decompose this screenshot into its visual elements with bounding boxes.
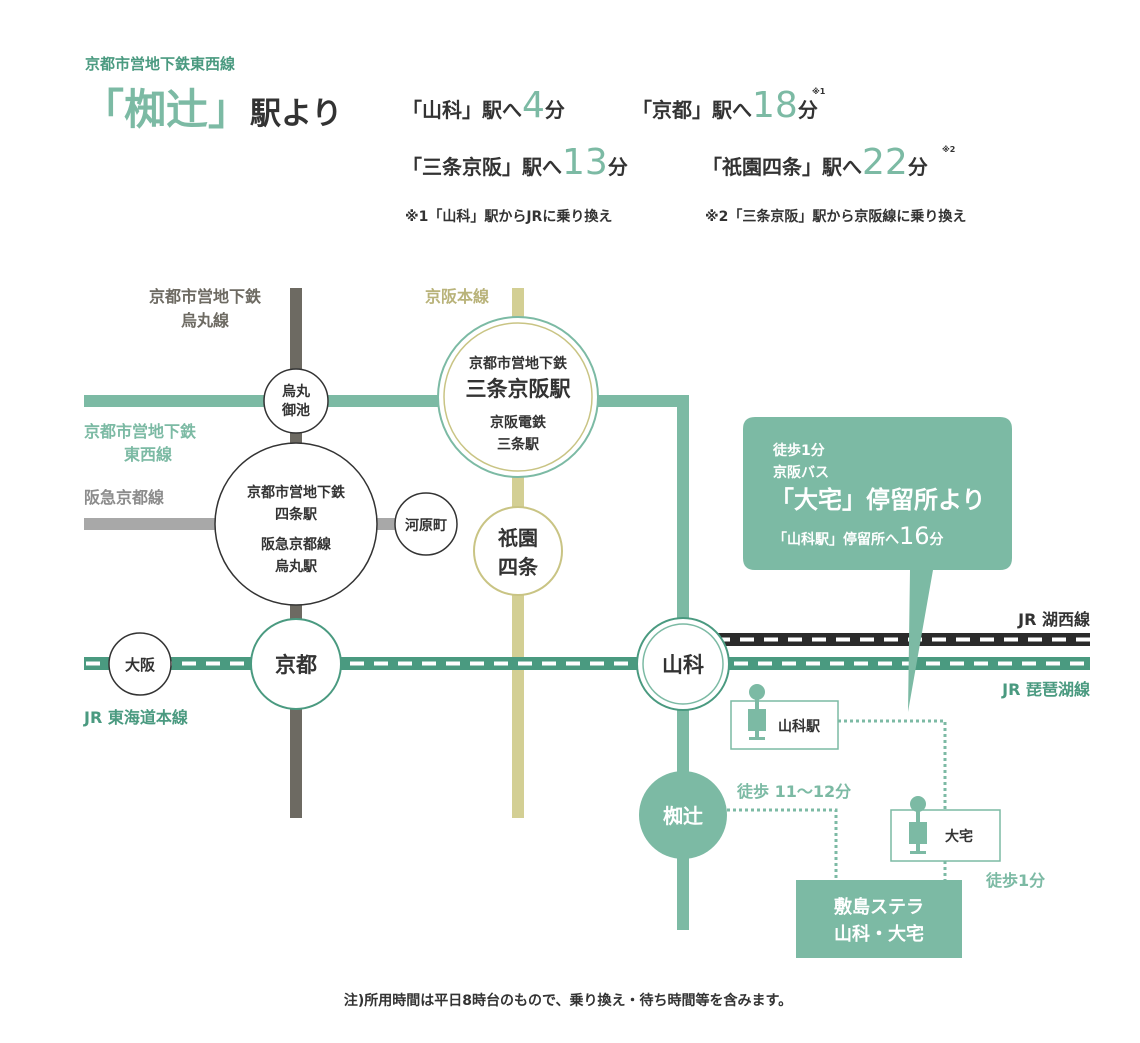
walk-route-nagitsuji bbox=[727, 808, 838, 880]
header-station: 「椥辻」 bbox=[82, 85, 250, 134]
station-label: 烏丸 bbox=[282, 383, 311, 400]
label-hankyu: 阪急京都線 bbox=[84, 488, 164, 507]
bus-stop-icon bbox=[910, 796, 926, 812]
station-label: 大阪 bbox=[125, 656, 156, 674]
property-name: 敷島ステラ bbox=[834, 896, 924, 918]
station-label: 四条 bbox=[498, 555, 539, 579]
label-tokaido: JR 東海道本線 bbox=[83, 708, 188, 727]
bus-stop-icon bbox=[749, 684, 765, 700]
footer-note: 注)所用時間は平日8時台のもので、乗り換え・待ち時間等を含みます。 bbox=[344, 992, 792, 1009]
label-karasuma-2: 烏丸線 bbox=[181, 311, 229, 330]
header-station-name: 椥辻 bbox=[124, 85, 208, 134]
time-dest: 「山科」駅へ bbox=[402, 98, 522, 122]
station-sanjo-keihan: 京都市営地下鉄 三条京阪駅 京阪電鉄 三条駅 bbox=[437, 316, 599, 478]
station-kawaramachi: 河原町 bbox=[394, 492, 458, 556]
note-2: ※2「三条京阪」駅から京阪線に乗り換え bbox=[705, 208, 966, 225]
time-dest: 「京都」駅へ bbox=[632, 98, 752, 122]
station-label: 四条駅 bbox=[275, 506, 318, 523]
header-line-name: 京都市営地下鉄東西線 bbox=[85, 55, 235, 73]
station-label: 御池 bbox=[281, 402, 310, 419]
label-karasuma-1: 京都市営地下鉄 bbox=[149, 287, 261, 306]
hankyu-line bbox=[84, 518, 224, 530]
time-dest: 「三条京阪」駅へ bbox=[402, 155, 562, 179]
station-label: 京都市営地下鉄 bbox=[247, 484, 346, 501]
station-osaka: 大阪 bbox=[108, 632, 172, 696]
time-minutes: 18 bbox=[752, 85, 798, 126]
station-kyoto: 京都 bbox=[250, 618, 342, 710]
header-bracket-close: 」 bbox=[208, 85, 250, 134]
property-box: 敷島ステラ 山科・大宅 bbox=[796, 880, 962, 958]
time-minutes: 13 bbox=[562, 142, 608, 183]
station-shijo: 京都市営地下鉄 四条駅 阪急京都線 烏丸駅 bbox=[214, 442, 378, 606]
station-label: 京都 bbox=[275, 653, 317, 677]
station-karasuma-oike: 烏丸 御池 bbox=[263, 368, 329, 434]
time-gion: 「祇園四条」駅へ22分 bbox=[702, 142, 928, 183]
bus-stop-label: 山科駅 bbox=[778, 718, 821, 735]
time-sanjo: 「三条京阪」駅へ13分 bbox=[402, 142, 628, 183]
bus-stop: 「大宅」停留所より bbox=[770, 486, 986, 514]
time-minutes: 4 bbox=[522, 85, 545, 126]
station-yamashina: 山科 bbox=[636, 617, 730, 711]
bus-to-prefix: 「山科駅」停留所へ bbox=[773, 531, 899, 548]
time-gion-mark: ※2 bbox=[942, 144, 955, 154]
time-unit: 分 bbox=[608, 155, 628, 179]
time-dest: 「祇園四条」駅へ bbox=[702, 155, 862, 179]
station-label: 三条駅 bbox=[497, 436, 540, 453]
station-nagitsuji: 椥辻 bbox=[639, 771, 727, 859]
bus-company: 京阪バス bbox=[773, 464, 829, 481]
time-unit: 分 bbox=[545, 98, 565, 122]
note-1: ※1「山科」駅からJRに乗り換え bbox=[405, 208, 612, 225]
walk-from-nagitsuji: 徒歩 11〜12分 bbox=[736, 782, 851, 801]
station-label: 三条京阪駅 bbox=[466, 377, 572, 401]
bus-walk: 徒歩1分 bbox=[772, 442, 825, 459]
time-yamashina: 「山科」駅へ4分 bbox=[402, 85, 565, 126]
station-gion-shijo: 祇園 四条 bbox=[473, 506, 563, 596]
time-kyoto: 「京都」駅へ18分 bbox=[632, 85, 818, 126]
time-unit: 分 bbox=[798, 98, 818, 122]
bus-minutes: 16 bbox=[899, 522, 930, 550]
station-label: 烏丸駅 bbox=[275, 558, 318, 575]
time-minutes: 22 bbox=[862, 142, 908, 183]
bus-to: 「山科駅」停留所へ16分 bbox=[773, 522, 944, 550]
header-bracket-open: 「 bbox=[82, 85, 124, 134]
label-kosei: JR 湖西線 bbox=[1017, 610, 1090, 629]
station-label: 椥辻 bbox=[663, 804, 703, 828]
station-label: 祇園 bbox=[497, 526, 538, 550]
bus-callout: 徒歩1分 京阪バス 「大宅」停留所より 「山科駅」停留所へ16分 bbox=[743, 417, 1012, 712]
header-from-suffix: 駅より bbox=[250, 96, 342, 132]
bus-stop-oyake: 大宅 bbox=[890, 796, 1001, 862]
walk-from-oyake: 徒歩1分 bbox=[985, 871, 1045, 890]
time-kyoto-mark: ※1 bbox=[812, 86, 826, 96]
station-label: 京都市営地下鉄 bbox=[469, 355, 568, 372]
bus-stop-label: 大宅 bbox=[945, 828, 973, 845]
bus-stop-yamashina: 山科駅 bbox=[730, 684, 839, 750]
walk-route-yamashina-oyake bbox=[838, 719, 947, 810]
bus-unit: 分 bbox=[930, 532, 944, 548]
time-unit: 分 bbox=[908, 155, 928, 179]
station-label: 山科 bbox=[662, 653, 704, 677]
label-keihan: 京阪本線 bbox=[425, 287, 489, 306]
label-tozai-2: 東西線 bbox=[124, 445, 172, 464]
station-label: 京阪電鉄 bbox=[490, 414, 547, 431]
station-label: 阪急京都線 bbox=[261, 536, 331, 553]
label-tozai-1: 京都市営地下鉄 bbox=[84, 422, 196, 441]
property-area: 山科・大宅 bbox=[834, 923, 924, 945]
label-biwako: JR 琵琶湖線 bbox=[1001, 680, 1090, 699]
station-label: 河原町 bbox=[405, 517, 447, 534]
